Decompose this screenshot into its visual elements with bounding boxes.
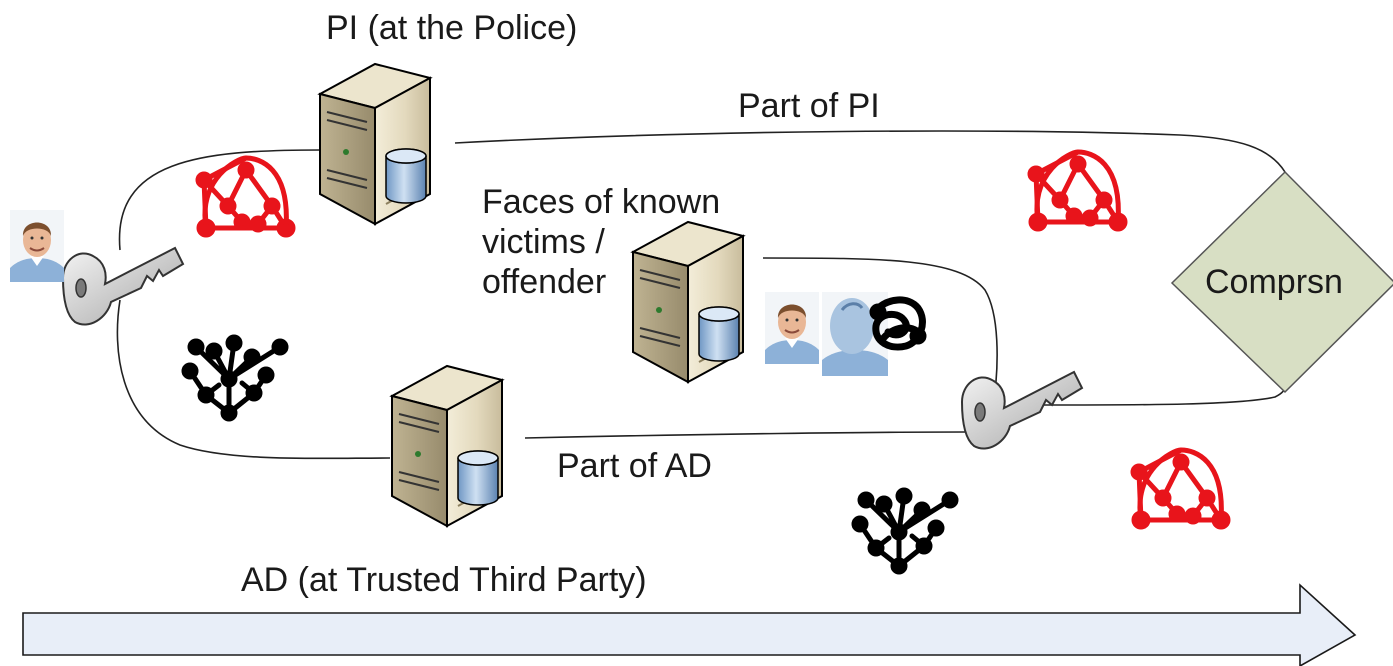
ad-server-label: AD (at Trusted Third Party) — [241, 561, 647, 599]
pi-server-label: PI (at the Police) — [326, 9, 578, 47]
black-graph-share-icon — [184, 337, 286, 419]
flow-line-key-to-pi — [118, 149, 321, 251]
red-graph-share-icon — [1030, 152, 1125, 229]
part-of-pi-label: Part of PI — [738, 87, 880, 125]
key-icon — [62, 247, 184, 326]
flow-line-part-of-pi — [454, 130, 1286, 173]
data-flow-lines — [116, 130, 1286, 460]
comparison-label: Comprsn — [1205, 263, 1343, 301]
part-of-ad-label: Part of AD — [557, 447, 712, 485]
pi-server-icon — [319, 63, 431, 225]
flow-line-faces-to-key — [762, 257, 998, 393]
ad-server-icon — [391, 365, 503, 527]
known-person-photo-icon — [764, 291, 820, 365]
black-graph-share-icon — [854, 490, 956, 572]
comparison-diamond — [1170, 170, 1393, 394]
scrambled-graph-icon — [869, 296, 927, 351]
faces-db-label: Faces of known victims / offender — [482, 183, 721, 301]
red-graph-share-icon — [1133, 450, 1228, 527]
flow-line-key-to-ad — [116, 299, 391, 460]
red-graph-share-icon — [198, 158, 293, 235]
flow-line-part-of-ad — [524, 431, 966, 439]
key-icon — [961, 371, 1083, 450]
person-photo-icon — [9, 209, 65, 283]
timeline-arrow-icon — [22, 583, 1357, 666]
